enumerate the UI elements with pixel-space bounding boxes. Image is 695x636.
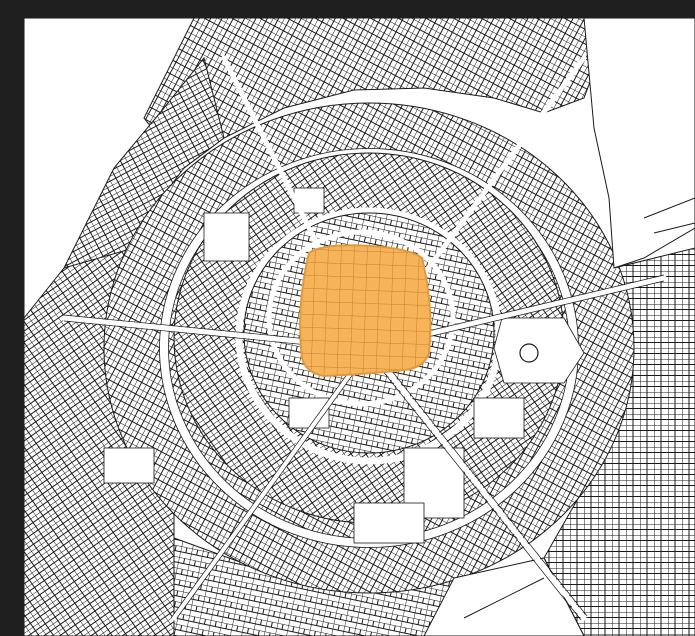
open-space (473, 397, 525, 439)
highlighted-historic-center (299, 244, 432, 378)
city-parcel-map[interactable] (24, 18, 695, 636)
open-space (103, 447, 155, 484)
park-roundabout (493, 317, 585, 384)
open-space (203, 212, 250, 262)
open-space (353, 502, 425, 544)
open-land-northeast (583, 18, 695, 269)
roundabout (519, 343, 539, 363)
open-land-south (423, 557, 585, 636)
open-space (288, 397, 330, 429)
inner-ring-road (266, 229, 456, 407)
map-panel[interactable] (24, 18, 695, 636)
